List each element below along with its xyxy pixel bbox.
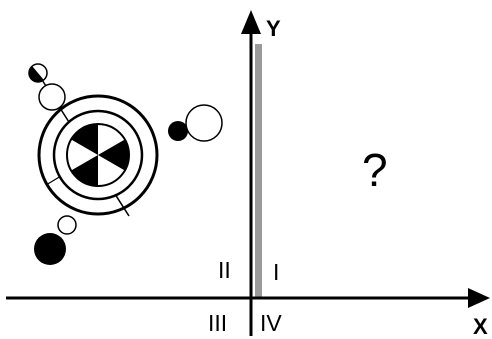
x-axis-label: X <box>473 314 488 339</box>
question-mark: ? <box>362 144 388 196</box>
filled-circle-right <box>168 121 188 141</box>
quadrant-label-I: I <box>273 259 279 285</box>
small-half-circle-top <box>28 63 48 83</box>
open-circle-bottom <box>57 215 77 235</box>
y-axis-arrow <box>241 10 261 34</box>
center-disc <box>66 123 130 187</box>
filled-circle-bottom <box>34 233 66 265</box>
atom-figure <box>28 63 223 265</box>
outer-ring <box>37 94 159 216</box>
quadrant-label-IV: IV <box>260 310 282 336</box>
open-circle-top <box>38 83 66 111</box>
y-axis-label: Y <box>266 16 281 41</box>
quadrant-label-II: II <box>218 257 231 283</box>
gray-bar <box>255 44 262 298</box>
quadrant-label-III: III <box>208 310 227 336</box>
open-circle-right <box>185 104 223 142</box>
x-axis-arrow <box>468 288 490 308</box>
